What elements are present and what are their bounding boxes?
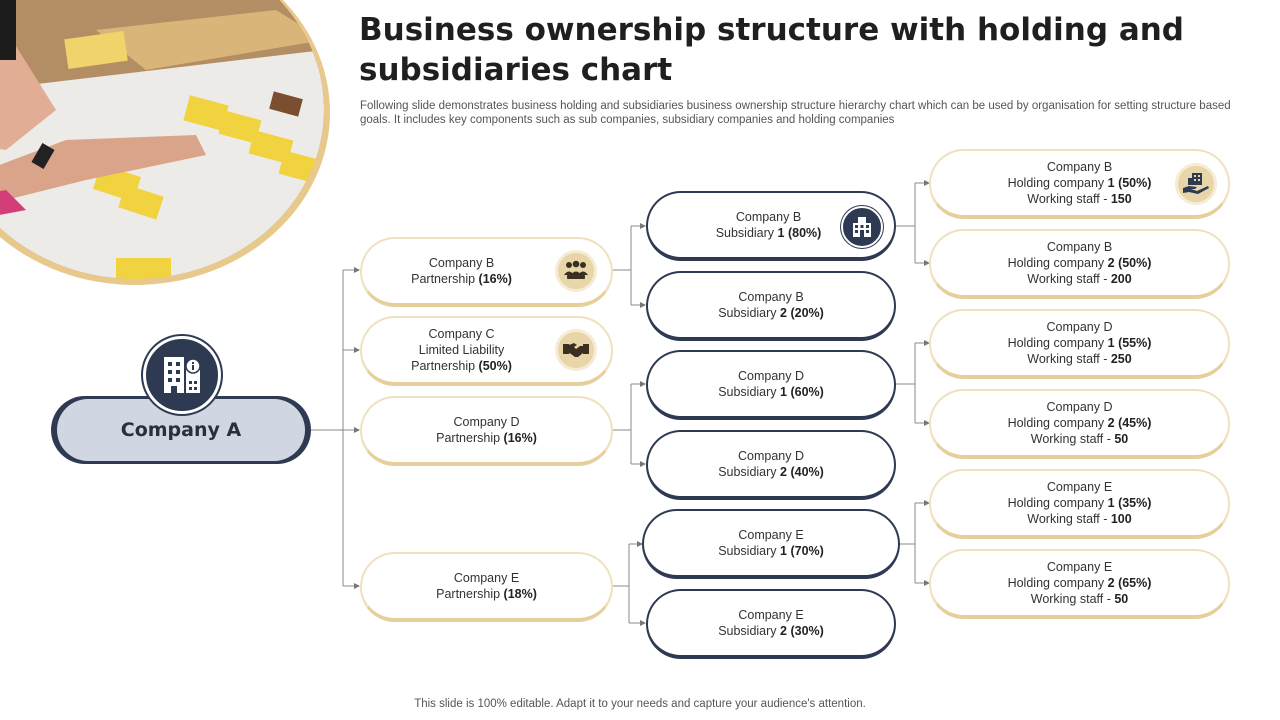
node-title: Company D bbox=[1046, 400, 1113, 414]
partnership-node-company-b[interactable]: Company B Partnership (16%) bbox=[360, 237, 613, 307]
page-subtitle: Following slide demonstrates business ho… bbox=[360, 100, 1231, 126]
node-label: Holding company bbox=[1007, 176, 1108, 190]
node-label: Partnership bbox=[436, 431, 504, 445]
subsidiary-node-company-d-2[interactable]: Company D Subsidiary 2 (40%) bbox=[646, 430, 896, 500]
node-title: Company B bbox=[1046, 240, 1113, 254]
partnership-node-company-d[interactable]: Company D Partnership (16%) bbox=[360, 396, 613, 466]
team-icon bbox=[564, 260, 588, 279]
subsidiary-node-company-b-2[interactable]: Company B Subsidiary 2 (20%) bbox=[646, 271, 896, 341]
node-label: Subsidiary bbox=[718, 306, 781, 320]
node-label: Holding company bbox=[1007, 336, 1108, 350]
node-value: 1 (50%) bbox=[1107, 176, 1152, 190]
node-value: 2 (40%) bbox=[780, 465, 824, 479]
node-title: Company E bbox=[738, 528, 804, 542]
footer-note: This slide is 100% editable. Adapt it to… bbox=[414, 698, 866, 710]
node-label: Holding company bbox=[1007, 256, 1108, 270]
subsidiary-node-company-e-2[interactable]: Company E Subsidiary 2 (30%) bbox=[646, 589, 896, 659]
node-value: 2 (50%) bbox=[1107, 256, 1152, 270]
hand-building-icon-badge bbox=[1175, 163, 1217, 205]
holding-node-company-e-1[interactable]: Company E Holding company 1 (35%) Workin… bbox=[929, 469, 1230, 539]
node-title: Company D bbox=[453, 415, 520, 429]
node-title: Company B bbox=[428, 256, 495, 270]
partnership-node-company-e[interactable]: Company E Partnership (18%) bbox=[360, 552, 613, 622]
node-value: 1 (55%) bbox=[1107, 336, 1152, 350]
holding-node-company-b-1[interactable]: Company B Holding company 1 (50%) Workin… bbox=[929, 149, 1230, 219]
node-value: 1 (80%) bbox=[777, 226, 822, 240]
team-icon-badge bbox=[555, 250, 597, 292]
node-label: Subsidiary bbox=[718, 385, 781, 399]
page-title: Business ownership structure with holdin… bbox=[359, 12, 1184, 88]
node-value: (16%) bbox=[478, 272, 512, 286]
company-building-icon-badge bbox=[841, 206, 883, 248]
holding-node-company-e-2[interactable]: Company E Holding company 2 (65%) Workin… bbox=[929, 549, 1230, 619]
node-title: Company D bbox=[1046, 320, 1113, 334]
node-value: 50 bbox=[1114, 432, 1129, 446]
node-label: Subsidiary bbox=[718, 544, 781, 558]
workspace-photo-illustration bbox=[0, 0, 324, 279]
company-a-icon-badge bbox=[143, 336, 221, 414]
node-value: 2 (30%) bbox=[780, 624, 824, 638]
node-value: 50 bbox=[1114, 592, 1129, 606]
node-label: Subsidiary bbox=[715, 226, 778, 240]
node-value: 1 (60%) bbox=[780, 385, 824, 399]
node-title: Company D bbox=[738, 369, 804, 383]
subsidiary-node-company-b-1[interactable]: Company B Subsidiary 1 (80%) bbox=[646, 191, 896, 261]
handshake-icon bbox=[563, 343, 589, 357]
node-label: Partnership bbox=[411, 272, 479, 286]
node-title: Company B bbox=[1046, 160, 1113, 174]
node-title: Company E bbox=[1046, 480, 1113, 494]
hand-building-icon bbox=[1183, 173, 1209, 194]
node-value: 2 (45%) bbox=[1107, 416, 1152, 430]
node-label: Limited Liability bbox=[418, 343, 505, 357]
holding-node-company-d-2[interactable]: Company D Holding company 2 (45%) Workin… bbox=[929, 389, 1230, 459]
node-title: Company E bbox=[1046, 560, 1113, 574]
node-title: Company C bbox=[428, 327, 495, 341]
node-value: 1 (35%) bbox=[1107, 496, 1152, 510]
holding-node-company-b-2[interactable]: Company B Holding company 2 (50%) Workin… bbox=[929, 229, 1230, 299]
node-label: Holding company bbox=[1007, 496, 1108, 510]
node-label: Working staff - bbox=[1027, 512, 1111, 526]
handshake-icon-badge bbox=[555, 329, 597, 371]
node-value: (16%) bbox=[503, 431, 537, 445]
node-title: Company B bbox=[735, 210, 802, 224]
node-label: Working staff - bbox=[1030, 592, 1115, 606]
node-value: 200 bbox=[1110, 272, 1132, 286]
subsidiary-node-company-d-1[interactable]: Company D Subsidiary 1 (60%) bbox=[646, 350, 896, 420]
node-label: Holding company bbox=[1007, 576, 1108, 590]
node-label: Subsidiary bbox=[718, 465, 781, 479]
office-building-icon bbox=[164, 357, 201, 393]
header-photo bbox=[0, 0, 330, 285]
partnership-node-company-c[interactable]: Company C Limited Liability Partnership … bbox=[360, 316, 613, 386]
node-value: 100 bbox=[1110, 512, 1132, 526]
node-value: (18%) bbox=[503, 587, 537, 601]
node-label: Partnership bbox=[436, 587, 504, 601]
node-label: Subsidiary bbox=[718, 624, 781, 638]
node-label: Working staff - bbox=[1027, 192, 1111, 206]
holding-node-company-d-1[interactable]: Company D Holding company 1 (55%) Workin… bbox=[929, 309, 1230, 379]
node-value: 1 (70%) bbox=[780, 544, 824, 558]
node-value: 250 bbox=[1110, 352, 1132, 366]
node-title: Company D bbox=[738, 449, 804, 463]
company-a-label: Company A bbox=[120, 419, 242, 441]
node-title: Company E bbox=[738, 608, 804, 622]
node-label: Working staff - bbox=[1027, 352, 1111, 366]
node-title: Company B bbox=[738, 290, 804, 304]
node-value: 2 (20%) bbox=[780, 306, 824, 320]
node-value: 150 bbox=[1110, 192, 1132, 206]
node-label: Partnership bbox=[411, 359, 479, 373]
node-value: (50%) bbox=[478, 359, 512, 373]
node-label: Working staff - bbox=[1030, 432, 1115, 446]
node-label: Working staff - bbox=[1027, 272, 1111, 286]
node-title: Company E bbox=[453, 571, 520, 585]
node-label: Holding company bbox=[1007, 416, 1108, 430]
subsidiary-node-company-e-1[interactable]: Company E Subsidiary 1 (70%) bbox=[642, 509, 900, 579]
company-building-icon bbox=[853, 217, 871, 237]
node-value: 2 (65%) bbox=[1107, 576, 1152, 590]
